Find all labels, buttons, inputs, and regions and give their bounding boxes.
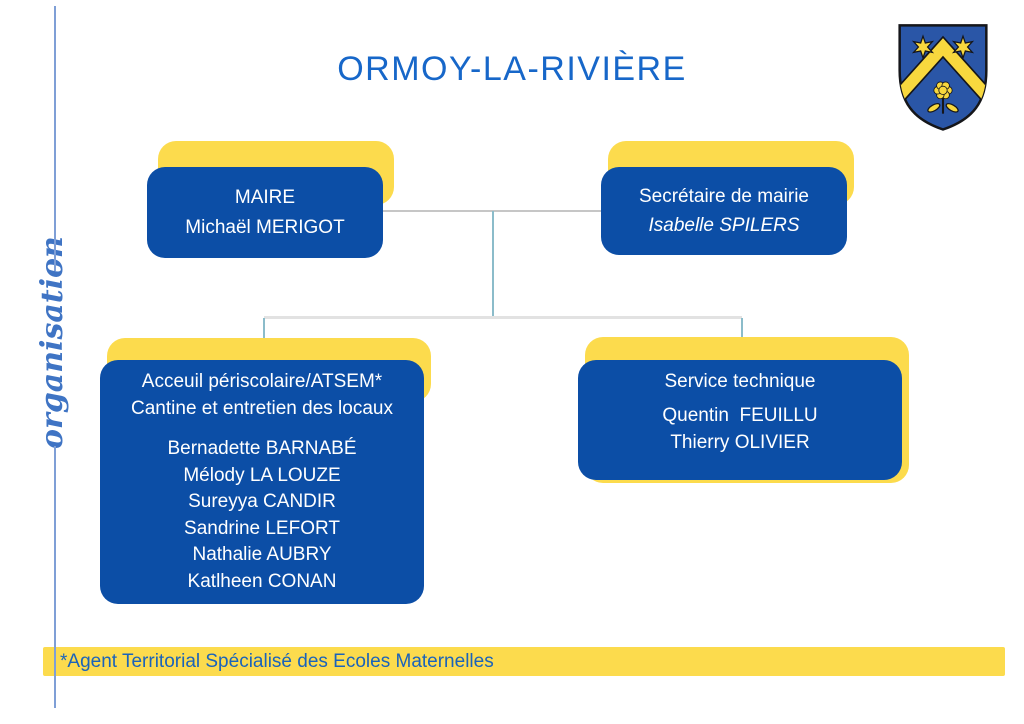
node-title: Cantine et entretien des locaux (131, 398, 393, 419)
node-title: Secrétaire de mairie (638, 186, 810, 207)
node-member: Sandrine LEFORT (184, 517, 340, 539)
node-member: Nathalie AUBRY (192, 544, 332, 565)
star-icon (951, 34, 975, 60)
flower-icon (927, 81, 959, 114)
side-rule-bottom (54, 446, 56, 708)
side-script-label: organisation (35, 236, 70, 449)
footnote-text: *Agent Territorial Spécialisé des Ecoles… (60, 650, 494, 672)
org-node-service-technique: Service technique Quentin FEUILLU Thierr… (578, 360, 902, 480)
node-title: Acceuil périscolaire/ATSEM* (141, 371, 383, 392)
connector-maire-secretaire (383, 210, 608, 212)
node-title: Service technique (664, 371, 816, 392)
node-member: Bernadette BARNABÉ (167, 438, 357, 459)
org-node-maire: MAIRE Michaël MERIGOT (147, 167, 383, 258)
footnote-banner: *Agent Territorial Spécialisé des Ecoles… (43, 647, 1005, 676)
node-member: Katlheen CONAN (187, 570, 337, 592)
node-title: MAIRE (234, 186, 296, 208)
page-title: ORMOY-LA-RIVIÈRE (337, 50, 687, 88)
node-member: Michaël MERIGOT (185, 216, 345, 238)
node-member: Thierry OLIVIER (670, 431, 810, 453)
org-node-accueil-periscolaire: Acceuil périscolaire/ATSEM* Cantine et e… (100, 360, 424, 604)
node-member: Mélody LA LOUZE (183, 464, 341, 486)
node-member: Isabelle SPILERS (648, 215, 800, 236)
side-rule-top (54, 6, 56, 271)
coat-of-arms-icon (898, 24, 988, 131)
connector-vertical-center (492, 211, 494, 318)
org-node-secretaire-de-mairie: Secrétaire de mairie Isabelle SPILERS (601, 167, 847, 255)
node-member: Sureyya CANDIR (188, 491, 336, 512)
star-icon (911, 34, 935, 60)
connector-horizontal-lower (264, 316, 742, 319)
node-member: Quentin FEUILLU (662, 405, 818, 426)
